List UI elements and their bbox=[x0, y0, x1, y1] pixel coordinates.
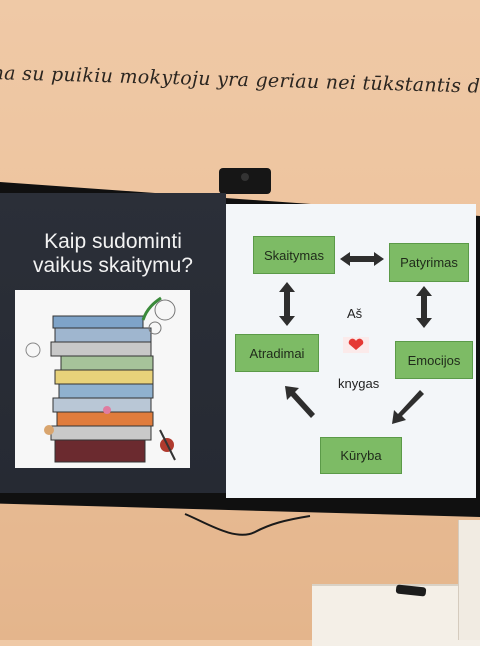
white-shelf bbox=[312, 584, 480, 646]
double-arrow-vertical-right-icon bbox=[416, 286, 432, 328]
webcam bbox=[219, 168, 271, 194]
webcam-lens bbox=[241, 173, 249, 181]
arrow-down-left-icon bbox=[392, 390, 424, 424]
double-arrow-horizontal-icon bbox=[340, 252, 384, 266]
door-frame bbox=[458, 520, 480, 640]
kuryba-box: Kūryba bbox=[320, 437, 402, 474]
atradimai-box: Atradimai bbox=[235, 334, 319, 372]
tv-cable bbox=[184, 513, 311, 536]
emocijos-box: Emocijos bbox=[395, 341, 473, 379]
slide-title-line2: vaikus skaitymu? bbox=[33, 254, 193, 277]
center-label-as: Aš bbox=[347, 306, 363, 321]
double-arrow-vertical-left-icon bbox=[279, 282, 295, 326]
patyrimas-box: Patyrimas bbox=[389, 243, 469, 282]
arrow-up-left-icon bbox=[285, 386, 315, 418]
skaitymas-box: Skaitymas bbox=[253, 236, 335, 274]
heart-icon bbox=[343, 337, 369, 353]
slide-title-line1: Kaip sudominti bbox=[44, 230, 182, 253]
book-stack-illustration bbox=[15, 290, 190, 468]
slide-title: Kaip sudominti vaikus skaitymu? bbox=[0, 230, 226, 278]
book-stack-drawing bbox=[25, 296, 176, 463]
wall-quote: na su puikiu mokytoju yra geriau nei tūk… bbox=[0, 62, 480, 98]
center-label-knygas: knygas bbox=[338, 376, 380, 391]
